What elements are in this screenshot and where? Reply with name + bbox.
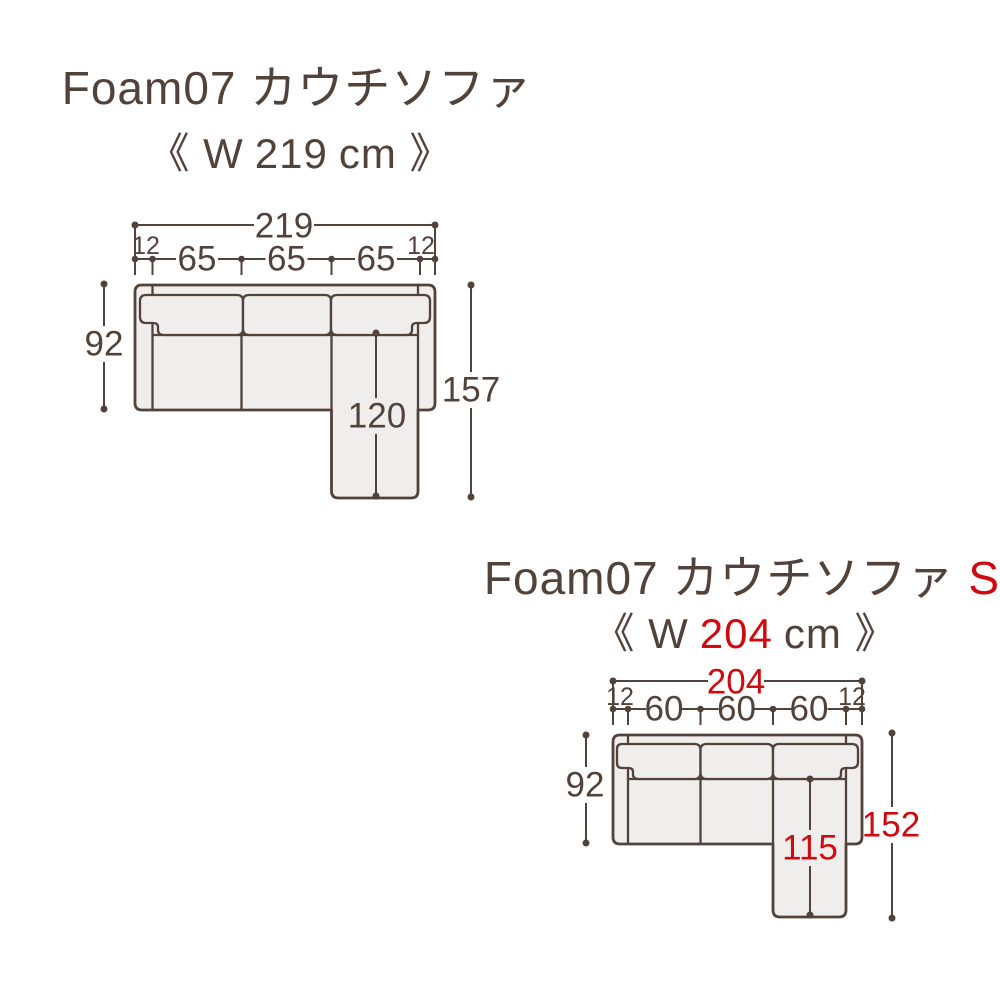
sofa2-title: Foam07 カウチソファ S bbox=[484, 542, 1000, 608]
sofa2-seat3-label: 60 bbox=[790, 690, 829, 729]
sofa1-back-cushion-right bbox=[329, 293, 432, 337]
dim-dot bbox=[372, 329, 380, 337]
sofa1-dim-segments: 12 65 65 65 12 bbox=[131, 232, 439, 279]
sofa1-outline bbox=[133, 283, 437, 500]
sofa2-total-width-label: 204 bbox=[707, 663, 765, 702]
sofa2-dim-chaise-length: 115 bbox=[782, 775, 838, 919]
sofa1-body bbox=[133, 283, 437, 500]
sofa2-seat2-label: 60 bbox=[717, 690, 756, 729]
sofa2-width-subtitle: 《 W 204 cm 》 bbox=[592, 600, 897, 661]
dim-dot bbox=[806, 775, 814, 783]
dim-dot bbox=[582, 731, 590, 739]
sofa1-dim-total-width: 219 bbox=[131, 207, 439, 275]
sofa2-body bbox=[611, 733, 864, 919]
sofa1-arm-left-label: 12 bbox=[132, 232, 160, 260]
dim-dot bbox=[858, 705, 866, 713]
sofa1-back-cushion-middle bbox=[241, 293, 333, 337]
sofa2-title-variant: S bbox=[968, 552, 1000, 604]
dim-dot bbox=[328, 255, 335, 263]
sofa1-width-subtitle: 《 W 219 cm 》 bbox=[147, 120, 452, 181]
dim-dot bbox=[609, 705, 617, 713]
sofa2-arm-left-label: 12 bbox=[606, 683, 634, 711]
sofa1-dim-total-depth: 157 bbox=[442, 281, 500, 501]
sofa1-dim-chaise-length: 120 bbox=[348, 329, 406, 500]
sofa2-body-depth-label: 92 bbox=[566, 766, 605, 805]
dim-dot bbox=[416, 255, 424, 263]
sofa2-chaise-length-label: 115 bbox=[782, 829, 838, 868]
sofa2-width-value: 204 bbox=[699, 610, 773, 657]
dim-dot bbox=[888, 729, 896, 737]
dim-dot bbox=[372, 492, 380, 500]
sofa1-total-width-label: 219 bbox=[255, 207, 313, 246]
sofa1-width-prefix: 《 W bbox=[147, 130, 244, 177]
sofa1-width-suffix: cm 》 bbox=[338, 130, 453, 177]
sofa2-width-suffix: cm 》 bbox=[783, 610, 898, 657]
sofa1-dim-body-depth: 92 bbox=[85, 280, 124, 413]
sofa1-width-value: 219 bbox=[254, 130, 328, 177]
sofa1-seat3-label: 65 bbox=[357, 240, 396, 279]
sofa1-seat2-label: 65 bbox=[267, 240, 306, 279]
dim-dot bbox=[888, 914, 896, 922]
dim-dot bbox=[131, 255, 139, 263]
sofa1-body-depth-label: 92 bbox=[85, 325, 124, 364]
sofa2-seat1-label: 60 bbox=[645, 690, 684, 729]
sofa1-seat1-label: 65 bbox=[178, 240, 217, 279]
sofa2-dim-total-depth: 152 bbox=[862, 729, 920, 922]
dim-dot bbox=[100, 405, 108, 413]
sofa2-back-cushion-middle bbox=[699, 742, 775, 781]
sofa2-dim-body-depth: 92 bbox=[566, 731, 605, 847]
sofa2-dim-segments: 12 60 60 60 12 bbox=[606, 683, 866, 729]
dim-dot bbox=[467, 493, 475, 501]
dim-dot bbox=[467, 281, 475, 289]
dim-dot bbox=[582, 839, 590, 847]
dim-dot bbox=[806, 911, 814, 919]
sofa2-diagram: 204 12 60 60 60 12 bbox=[566, 663, 920, 922]
sofa1-title-text: Foam07 カウチソファ bbox=[61, 62, 533, 114]
dim-dot bbox=[149, 255, 156, 263]
sofa1-arm-right-label: 12 bbox=[407, 232, 435, 260]
sofa1-chaise-length-label: 120 bbox=[348, 397, 406, 436]
sofa2-title-text: Foam07 カウチソファ bbox=[483, 552, 955, 604]
sofa1-diagram: 219 12 65 65 65 12 bbox=[85, 207, 500, 501]
sofa2-outline bbox=[611, 733, 864, 919]
sofa1-title: Foam07 カウチソファ bbox=[62, 52, 533, 118]
sofa2-width-prefix: 《 W bbox=[592, 610, 689, 657]
dim-dot bbox=[238, 255, 245, 263]
sofa2-arm-right-label: 12 bbox=[838, 683, 866, 711]
sofa2-back-cushion-right bbox=[771, 742, 860, 781]
dim-dot bbox=[431, 255, 439, 263]
dim-dot bbox=[100, 280, 108, 288]
sofa1-total-depth-label: 157 bbox=[442, 371, 500, 410]
sofa2-dim-total-width: 204 bbox=[609, 663, 866, 725]
sofa2-total-depth-label: 152 bbox=[862, 806, 920, 845]
